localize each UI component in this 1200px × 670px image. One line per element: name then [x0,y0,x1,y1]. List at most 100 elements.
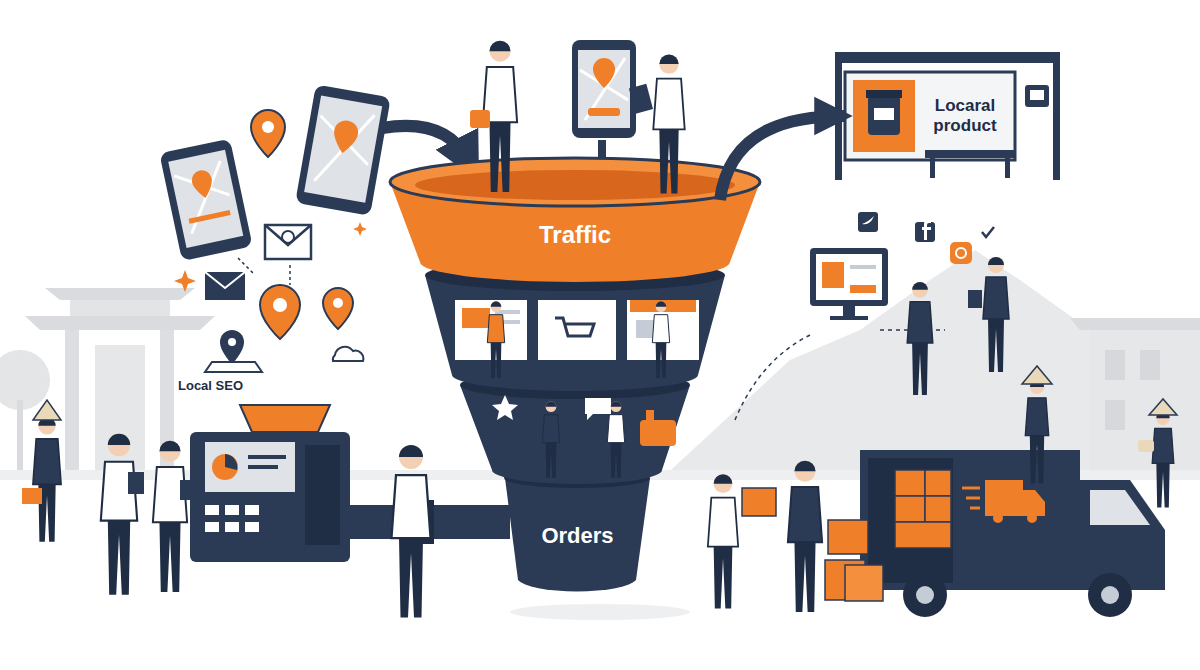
machine [225,454,237,470]
bus-stop [868,95,900,135]
people-left [101,434,137,595]
social-media [816,254,882,300]
bus-stop [1005,158,1010,178]
people-left [22,400,431,618]
delivery [962,488,980,508]
delivery [1088,573,1132,617]
social-media [830,316,868,320]
people-left [22,488,42,504]
phones-and-pins [228,338,236,346]
illustration-part [295,84,391,215]
phones-and-pins [251,110,285,157]
delivery [1080,480,1165,590]
center-phone [572,40,636,138]
bus-stop [835,52,1060,180]
phones-and-pins [273,298,287,312]
bus-stop [1053,63,1060,180]
bus-stop [1025,85,1049,107]
funnel-band: Traffic [400,200,750,270]
social-media [858,212,878,232]
machine [190,432,350,562]
machine [225,505,239,515]
bus-stop [835,52,1060,63]
envelopes [265,225,311,245]
illustration-part [304,96,382,203]
background-scenery [70,300,170,316]
illustration-part [295,84,391,215]
delivery [916,586,934,604]
illustration-part [331,119,360,156]
social-media [843,306,855,316]
background-scenery [0,250,1200,620]
bus-stop [925,150,1015,158]
background-scenery [17,400,23,470]
social-media [950,242,972,264]
flow-arrow [720,116,845,200]
background-scenery [1070,318,1200,330]
illustration-part [189,210,231,224]
social-media [810,248,888,306]
bus-stop [845,72,1015,160]
machine [205,522,219,532]
funnel-people [542,401,559,478]
phones-and-pins [205,362,262,372]
bus-stop [874,108,894,120]
social-media [862,216,874,224]
funnel [462,308,490,328]
node-text: Orders [541,523,613,548]
center-phone [593,58,615,88]
envelopes [205,272,245,288]
funnel [640,420,676,446]
social-media [822,262,844,288]
delivery [788,461,822,612]
funnel [492,395,518,420]
delivery [895,522,951,548]
delivery [860,450,1080,590]
flow-arrows [382,126,468,160]
social-media [968,290,982,308]
background-scenery [65,330,79,470]
machine [190,405,510,562]
social-media [907,282,933,395]
illustration-part [309,106,376,189]
funnel [585,398,611,420]
social-media [735,335,810,420]
background-scenery [1105,350,1125,380]
social-media [982,227,994,237]
funnel-people [470,110,490,128]
machine [205,442,295,492]
delivery [742,488,776,516]
people-left [128,472,144,494]
people-left [180,480,196,500]
background-scenery [0,350,50,410]
people-right [1022,366,1052,384]
machine [245,505,259,515]
funnel-band: Orders [505,500,650,572]
envelopes [205,225,311,300]
delivery [895,496,925,522]
delivery [845,565,883,601]
phones-and-pins [262,121,274,133]
delivery [828,520,868,554]
bus-stop [930,158,935,178]
social-media [922,220,931,240]
machine [225,522,239,532]
funnel [460,385,690,484]
people-right [1152,412,1174,508]
delivery [708,474,738,608]
funnel [425,275,725,391]
funnel [555,318,594,336]
map-label: Local SEO [178,378,243,393]
people-left [33,400,61,420]
delivery [925,496,951,522]
phones-and-pins [159,84,390,372]
phones-and-pins [220,330,244,364]
machine [248,455,286,459]
illustration-part [173,161,235,235]
delivery [895,470,925,496]
machine [245,522,259,532]
